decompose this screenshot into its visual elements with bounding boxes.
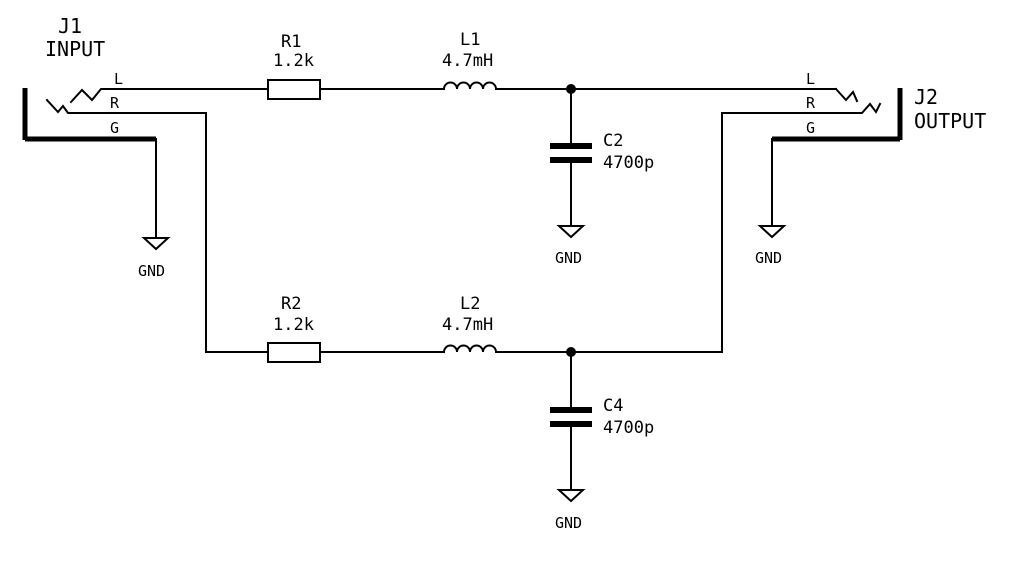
ground-symbol-j1: GND (138, 237, 171, 280)
j2-pin-l-label: L (806, 70, 815, 88)
ground-icon (757, 225, 787, 239)
l1-value-label: 4.7mH (442, 51, 493, 71)
ground-icon (556, 489, 586, 503)
ground-symbol-j2: GND (755, 225, 787, 267)
c2-value-label: 4700p (603, 153, 654, 173)
gnd-label-j1: GND (138, 262, 165, 280)
c4-value-label: 4700p (603, 418, 654, 438)
capacitor-icon (550, 407, 592, 427)
ground-icon (141, 237, 171, 251)
capacitor-c2: C2 4700p (550, 131, 654, 173)
connector-j2: L R G J2 OUTPUT (721, 70, 986, 142)
inductor-l2: L2 4.7mH (442, 294, 498, 354)
j2-name-label: OUTPUT (914, 109, 986, 133)
j1-name-label: INPUT (45, 37, 105, 61)
l2-ref-label: L2 (460, 294, 480, 314)
ground-symbol-c4: GND (555, 489, 586, 532)
j2-left-contact (834, 87, 859, 103)
resistor-icon (267, 79, 321, 100)
r1-ref-label: R1 (281, 32, 301, 52)
j2-pin-g-label: G (806, 119, 815, 137)
ground-icon (556, 225, 586, 239)
j1-right-contact (45, 98, 131, 114)
resistor-r2: R2 1.2k (267, 294, 321, 363)
r2-ref-label: R2 (281, 294, 301, 314)
capacitor-c4: C4 4700p (550, 396, 654, 438)
connector-j1: J1 INPUT L R G (22, 14, 156, 142)
capacitor-icon (550, 143, 592, 163)
wire-j1-r-to-r2 (129, 112, 269, 353)
c2-ref-label: C2 (603, 131, 623, 151)
resistor-r1: R1 1.2k (267, 32, 321, 100)
j2-right-contact (721, 102, 882, 114)
j1-pin-g-label: G (110, 119, 119, 137)
l1-ref-label: L1 (460, 30, 480, 50)
inductor-icon (442, 344, 498, 354)
gnd-label-c2: GND (555, 249, 582, 267)
inductor-l1: L1 4.7mH (442, 30, 498, 91)
j2-pin-r-label: R (806, 94, 816, 112)
gnd-label-j2: GND (755, 249, 782, 267)
l2-value-label: 4.7mH (442, 315, 493, 335)
j1-pin-l-label: L (114, 70, 123, 88)
resistor-icon (267, 342, 321, 363)
j1-left-contact (69, 88, 121, 104)
r2-value-label: 1.2k (273, 315, 314, 335)
j2-ref-label: J2 (914, 85, 938, 109)
inductor-icon (442, 81, 498, 91)
j1-ref-label: J1 (58, 14, 82, 38)
c4-ref-label: C4 (603, 396, 623, 416)
r1-value-label: 1.2k (273, 51, 314, 71)
j1-pin-r-label: R (110, 94, 120, 112)
gnd-label-c4: GND (555, 514, 582, 532)
ground-symbol-c2: GND (555, 225, 586, 267)
